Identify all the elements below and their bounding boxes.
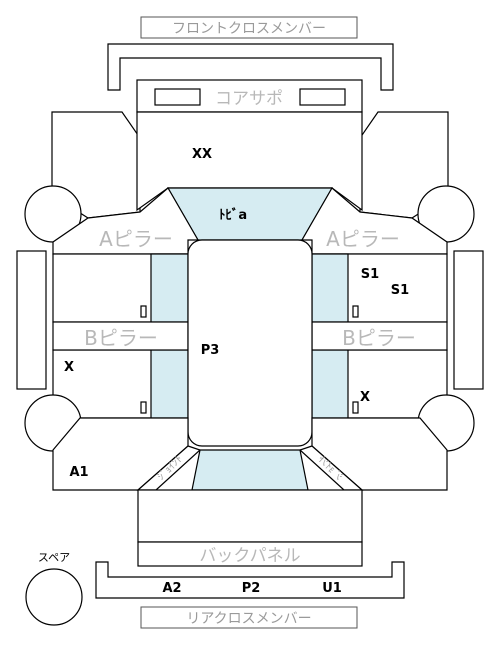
mark-rear-left: A2 — [162, 581, 181, 596]
rear-bumper-bracket[interactable] — [95, 561, 405, 599]
right-rocker[interactable] — [453, 250, 484, 390]
left-a-pillar[interactable] — [52, 187, 200, 255]
left-rocker[interactable] — [16, 250, 47, 390]
mark-rear-right: U1 — [322, 581, 342, 596]
mark-right-rear-door: X — [360, 390, 370, 405]
core-support-label: コアサポ — [215, 89, 283, 109]
right-front-window[interactable] — [311, 253, 349, 323]
front-cross-member-label: フロントクロスメンバー — [172, 21, 326, 37]
b-pillar-right-label: Bピラー — [342, 326, 416, 350]
left-headlight[interactable] — [154, 88, 201, 106]
left-b-pillar[interactable] — [52, 321, 189, 351]
left-rear-window[interactable] — [150, 349, 189, 419]
mark-left-quarter: A1 — [69, 465, 88, 480]
back-panel[interactable] — [137, 541, 363, 567]
back-panel-label: バックパネル — [199, 546, 300, 566]
roof-panel[interactable] — [187, 239, 313, 447]
rear-cross-member-label: リアクロスメンバー — [186, 611, 311, 627]
trunk-lid[interactable] — [137, 489, 363, 543]
mark-hood: XX — [192, 147, 212, 162]
front-cross-member-box[interactable] — [140, 16, 358, 39]
rear-window[interactable] — [191, 449, 309, 491]
right-front-handle[interactable] — [352, 305, 359, 318]
spare-label: スペア — [38, 551, 70, 564]
left-rear-handle[interactable] — [140, 401, 147, 414]
right-b-pillar[interactable] — [311, 321, 448, 351]
mark-roof-front: ﾄﾋﾞa — [219, 207, 247, 223]
right-rear-handle[interactable] — [352, 401, 359, 414]
a-pillar-left-label: Aピラー — [99, 227, 173, 251]
left-front-handle[interactable] — [140, 305, 147, 318]
mark-left-rear-door: X — [64, 360, 74, 375]
rear-cross-member-box[interactable] — [140, 606, 358, 629]
spare-tire[interactable] — [25, 568, 83, 626]
b-pillar-left-label: Bピラー — [84, 326, 158, 350]
front-bumper-bracket[interactable] — [107, 43, 394, 91]
right-a-pillar[interactable] — [300, 187, 448, 255]
mark-roof: P3 — [201, 343, 220, 358]
mark-rear-center: P2 — [242, 581, 261, 596]
right-headlight[interactable] — [299, 88, 346, 106]
right-rear-window[interactable] — [311, 349, 349, 419]
a-pillar-right-label: Aピラー — [326, 227, 400, 251]
mark-right-door-front-2: S1 — [391, 283, 409, 298]
mark-right-door-front-1: S1 — [361, 267, 379, 282]
left-front-window[interactable] — [150, 253, 189, 323]
